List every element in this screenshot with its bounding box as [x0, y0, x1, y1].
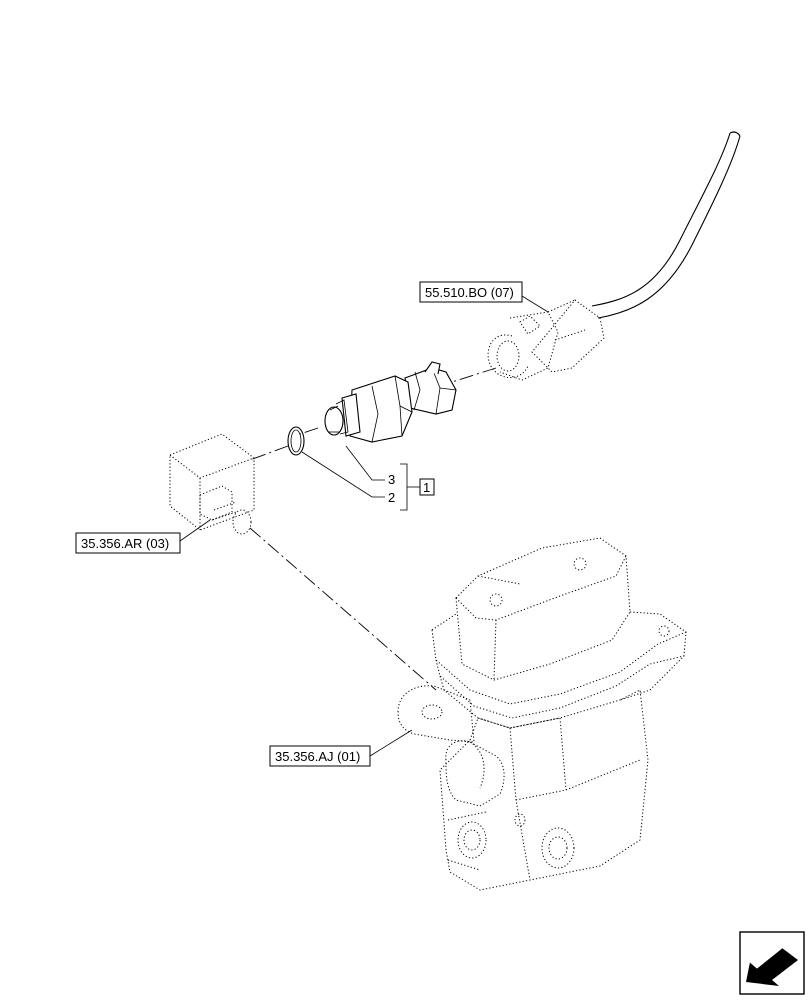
callout-adapter-text: 35.356.AR (03) [81, 536, 169, 551]
adapter-block [169, 433, 255, 535]
mating-connector [487, 299, 605, 381]
next-page-arrow-icon[interactable] [739, 931, 805, 995]
assembly-axis-lines [249, 367, 497, 691]
callout-valve-text: 35.356.AJ (01) [275, 749, 360, 764]
callout-valve[interactable]: 35.356.AJ (01) [269, 745, 371, 767]
valve-body [397, 537, 687, 891]
item-number-3: 3 [388, 472, 395, 487]
item-number-2: 2 [388, 490, 395, 505]
callout-connector-text: 55.510.BO (07) [425, 285, 514, 300]
pressure-switch [324, 361, 457, 443]
callout-adapter[interactable]: 35.356.AR (03) [75, 532, 181, 554]
kit-number: 1 [423, 480, 430, 495]
cable [591, 131, 741, 319]
callout-connector[interactable]: 55.510.BO (07) [419, 281, 523, 303]
o-ring [287, 426, 305, 456]
kit-number-box[interactable]: 1 [419, 478, 435, 496]
callout-leaders [179, 295, 549, 757]
